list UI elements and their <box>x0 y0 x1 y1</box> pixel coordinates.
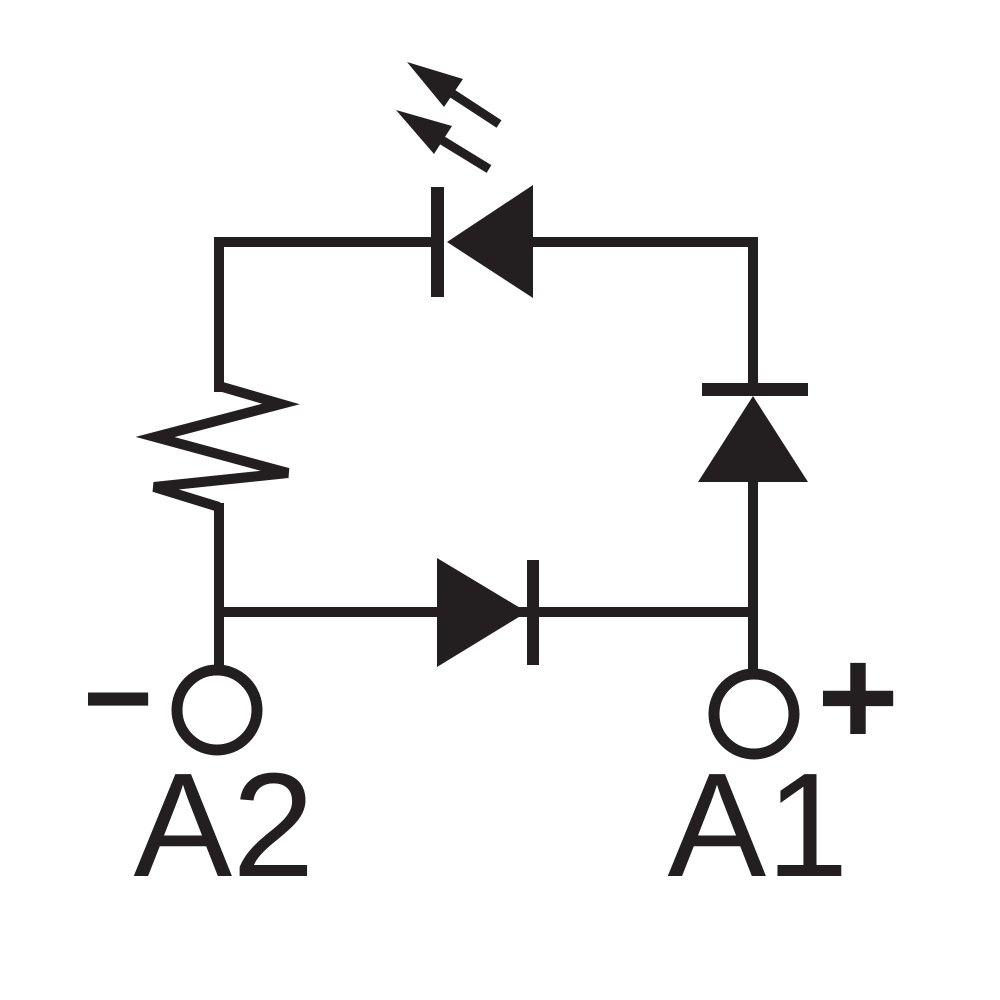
terminal-a1-label: A1 <box>667 743 848 908</box>
terminal-a1: + A1 <box>667 618 898 908</box>
terminal-a2: − A2 <box>83 631 315 908</box>
wire-top-right <box>531 237 758 389</box>
led-emission-arrows <box>396 62 502 173</box>
terminal-a1-circle <box>708 668 800 760</box>
led-triangle <box>447 185 533 298</box>
wire-top-left <box>214 237 437 392</box>
diode-bottom-symbol <box>437 558 539 667</box>
diode-bottom-triangle <box>437 558 527 667</box>
emission-arrow-1-shaft <box>447 88 502 128</box>
led-cathode-bar <box>431 187 444 297</box>
diode-right-cathode-bar <box>702 383 808 396</box>
diode-right-triangle <box>698 396 808 482</box>
led-symbol <box>396 62 533 298</box>
diode-bottom-cathode-bar <box>527 560 539 665</box>
emission-arrow-1-head <box>407 62 463 107</box>
emission-arrow-2-head <box>396 110 452 154</box>
diode-right-symbol <box>698 383 808 482</box>
emission-arrow-2-shaft <box>437 135 492 173</box>
terminal-a1-polarity: + <box>817 618 899 775</box>
terminal-a2-polarity: − <box>83 631 153 765</box>
terminal-a2-label: A2 <box>133 743 314 908</box>
terminal-a2-circle <box>171 664 263 756</box>
resistor-symbol <box>135 381 300 512</box>
